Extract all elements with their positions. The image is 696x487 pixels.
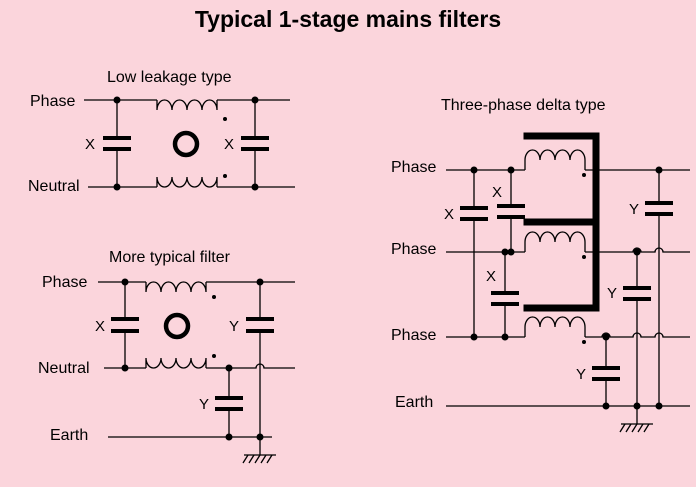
junction-dot: [225, 364, 233, 372]
three-phase-phase1-inductor: [524, 149, 586, 170]
three-phase-phase2-dot: [582, 255, 586, 259]
low-leakage-phase-inductor: [156, 99, 218, 111]
low-leakage-phase-dot: [223, 117, 227, 121]
junction-dot: [501, 333, 509, 341]
three-phase-phase3-label: Phase: [391, 327, 436, 344]
junction-dot: [633, 402, 641, 410]
more-typical-phase-label: Phase: [42, 274, 87, 291]
junction-dot: [225, 433, 233, 441]
three-phase-phase2-wire: [446, 247, 690, 253]
junction-dot: [251, 96, 259, 104]
more-typical-neutral-label: Neutral: [38, 360, 90, 377]
junction-dot: [256, 278, 264, 286]
three-phase-e-core: [523, 132, 600, 312]
three-phase-phase3-wire: [446, 332, 690, 338]
junction-dot: [602, 402, 610, 410]
three-phase-earth-label: Earth: [395, 394, 433, 411]
junction-dot: [655, 402, 663, 410]
junction-dot: [633, 248, 641, 256]
low-leakage-neutral-label: Neutral: [28, 178, 80, 195]
more-typical-x-cap-label: X: [95, 318, 105, 335]
three-phase-y-cap3-label: Y: [576, 366, 586, 383]
low-leakage-toroid-core: [172, 130, 200, 158]
more-typical-ground-hatch: [242, 454, 273, 464]
low-leakage-x-cap-left-label: X: [85, 136, 95, 153]
three-phase-phase2-label: Phase: [391, 241, 436, 258]
junction-dot: [256, 433, 264, 441]
more-typical-toroid-core: [163, 312, 191, 340]
page-title: Typical 1-stage mains filters: [194, 6, 502, 32]
more-typical-y-cap-top-label: Y: [229, 318, 239, 335]
more-typical-heading: More typical filter: [109, 249, 231, 266]
more-typical-filter: More typical filter Phase Neutral Earth …: [38, 249, 295, 464]
more-typical-phase-inductor: [145, 281, 207, 293]
junction-dot: [251, 183, 259, 191]
three-phase-x-cap-mid1-label: X: [492, 184, 502, 201]
three-phase-ground-hatch: [619, 423, 650, 433]
junction-dot: [113, 96, 121, 104]
junction-dot: [507, 248, 515, 256]
three-phase-phase3-inductor: [524, 316, 586, 337]
three-phase-delta-filter: Three-phase delta type Phase Phase Phase…: [391, 97, 690, 433]
junction-dot: [113, 183, 121, 191]
junction-dot: [602, 333, 610, 341]
junction-dot: [470, 166, 478, 174]
three-phase-phase3-dot: [582, 340, 586, 344]
three-phase-x-cap-mid2-label: X: [486, 268, 496, 285]
more-typical-phase-dot: [212, 295, 216, 299]
three-phase-phase1-dot: [582, 173, 586, 177]
three-phase-y-cap1-label: Y: [629, 201, 639, 218]
three-phase-heading: Three-phase delta type: [441, 97, 606, 114]
junction-dot: [507, 166, 515, 174]
three-phase-phase2-inductor: [524, 231, 586, 252]
three-phase-x-cap-left-label: X: [444, 206, 454, 223]
low-leakage-x-cap-right-label: X: [224, 136, 234, 153]
junction-dot: [655, 166, 663, 174]
low-leakage-neutral-dot: [223, 174, 227, 178]
three-phase-y-cap2-label: Y: [607, 285, 617, 302]
more-typical-neutral-dot: [212, 354, 216, 358]
low-leakage-neutral-inductor: [156, 176, 218, 188]
low-leakage-filter: Low leakage type Phase Neutral X X: [28, 69, 295, 195]
junction-dot: [121, 364, 129, 372]
junction-dot: [121, 278, 129, 286]
junction-dot: [470, 333, 478, 341]
junction-dot: [501, 248, 509, 256]
three-phase-phase1-label: Phase: [391, 159, 436, 176]
low-leakage-heading: Low leakage type: [107, 69, 232, 86]
more-typical-earth-label: Earth: [50, 427, 88, 444]
low-leakage-phase-label: Phase: [30, 93, 75, 110]
more-typical-neutral-inductor: [145, 357, 207, 369]
more-typical-y-cap-bottom-label: Y: [199, 396, 209, 413]
